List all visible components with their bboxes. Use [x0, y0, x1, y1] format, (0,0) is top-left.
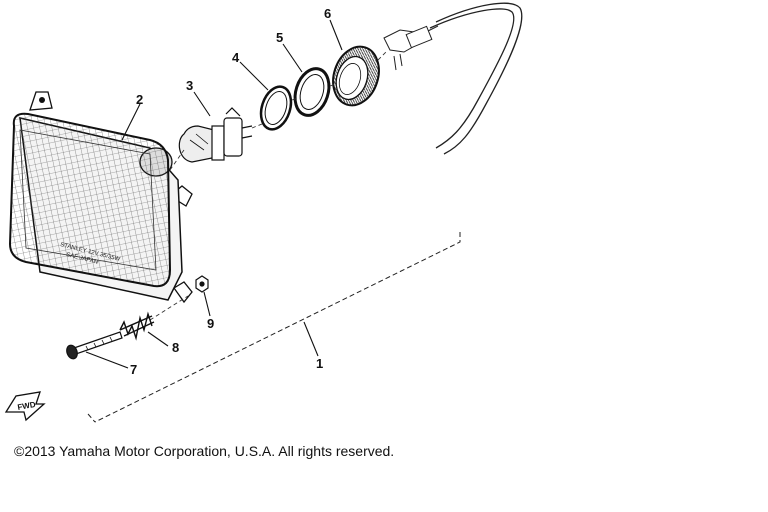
fwd-label: FWD — [17, 400, 37, 412]
adjusting-screw — [66, 331, 123, 360]
callout-4: 4 — [232, 50, 240, 65]
callout-7: 7 — [130, 362, 137, 377]
socket-cover — [332, 45, 380, 107]
callout-2: 2 — [136, 92, 143, 107]
callouts: 1 2 3 4 5 6 7 8 9 — [130, 6, 331, 377]
callout-1: 1 — [316, 356, 323, 371]
retaining-ring — [259, 85, 293, 131]
callout-6: 6 — [324, 6, 331, 21]
connector-plug — [383, 25, 433, 71]
callout-8: 8 — [172, 340, 179, 355]
fwd-arrow-icon: FWD — [4, 391, 46, 422]
headlight-exploded-diagram: STANLEY 12V 35/35W SAE JAPAN — [4, 2, 523, 423]
bulb — [178, 107, 253, 163]
leader-lines — [85, 19, 343, 369]
assembly-axis — [149, 51, 387, 321]
headlight-unit: STANLEY 12V 35/35W SAE JAPAN — [8, 91, 193, 304]
callout-5: 5 — [276, 30, 283, 45]
frame-outline — [87, 232, 461, 423]
copyright-notice: ©2013 Yamaha Motor Corporation, U.S.A. A… — [14, 443, 395, 459]
callout-3: 3 — [186, 78, 193, 93]
callout-9: 9 — [207, 316, 214, 331]
gasket-ring — [293, 67, 331, 117]
spring — [119, 311, 155, 341]
nut — [195, 275, 209, 293]
